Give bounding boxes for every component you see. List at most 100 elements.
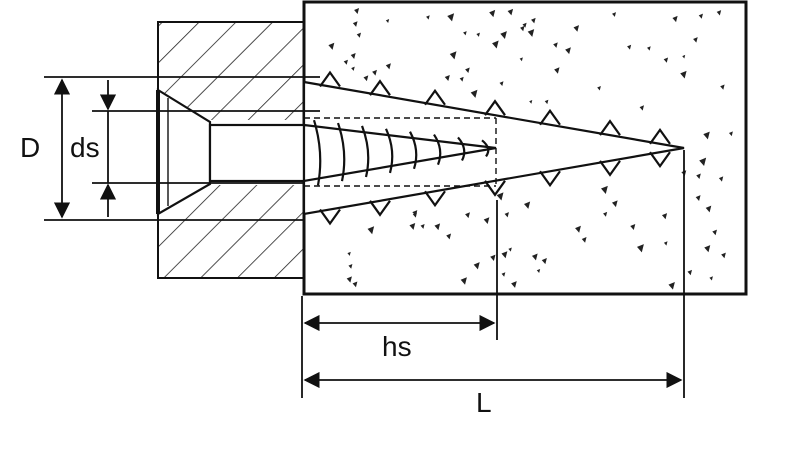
aggregate-speck bbox=[511, 281, 517, 288]
aggregate-dots bbox=[328, 8, 733, 290]
aggregate-speck bbox=[581, 237, 587, 243]
plug-rib bbox=[649, 127, 671, 169]
aggregate-speck bbox=[449, 51, 457, 60]
aggregate-speck bbox=[489, 9, 496, 18]
aggregate-speck bbox=[409, 222, 416, 230]
aggregate-speck bbox=[519, 57, 523, 62]
aggregate-speck bbox=[426, 15, 430, 20]
screw-thread bbox=[336, 122, 346, 182]
aggregate-speck bbox=[627, 44, 632, 50]
screw-thread bbox=[481, 139, 490, 158]
aggregate-speck bbox=[603, 211, 608, 217]
aggregate-speck bbox=[470, 89, 478, 98]
aggregate-speck bbox=[728, 131, 733, 137]
aggregate-speck bbox=[699, 157, 707, 167]
aggregate-speck bbox=[696, 173, 701, 180]
aggregate-speck bbox=[573, 25, 580, 32]
aggregate-speck bbox=[501, 272, 506, 277]
aggregate-speck bbox=[507, 8, 514, 16]
aggregate-speck bbox=[459, 76, 464, 82]
aggregate-speck bbox=[363, 75, 369, 82]
aggregate-speck bbox=[704, 245, 711, 253]
aggregate-speck bbox=[465, 212, 470, 219]
aggregate-speck bbox=[611, 200, 618, 208]
dimension-L bbox=[303, 150, 685, 398]
label-D: D bbox=[20, 132, 40, 163]
aggregate-speck bbox=[524, 201, 531, 209]
aggregate-speck bbox=[372, 69, 377, 76]
aggregate-speck bbox=[553, 42, 558, 48]
aggregate-speck bbox=[504, 212, 509, 218]
screw-thread bbox=[360, 125, 370, 178]
screw-thread bbox=[457, 136, 466, 162]
aggregate-speck bbox=[420, 224, 425, 229]
aggregate-speck bbox=[434, 223, 441, 231]
label-hs: hs bbox=[382, 331, 412, 362]
aggregate-speck bbox=[575, 225, 581, 233]
plug-rib bbox=[319, 70, 341, 226]
aggregate-speck bbox=[501, 251, 508, 259]
aggregate-speck bbox=[663, 241, 668, 246]
aggregate-speck bbox=[447, 13, 455, 22]
aggregate-speck bbox=[718, 176, 724, 182]
aggregate-speck bbox=[647, 46, 651, 51]
dimension-ds bbox=[92, 80, 320, 217]
aggregate-speck bbox=[385, 63, 391, 70]
aggregate-speck bbox=[661, 213, 668, 220]
aggregate-speck bbox=[612, 12, 617, 17]
aggregate-speck bbox=[328, 42, 335, 50]
aggregate-speck bbox=[712, 229, 717, 236]
aggregate-speck bbox=[693, 37, 698, 43]
aggregate-speck bbox=[354, 8, 360, 14]
aggregate-speck bbox=[709, 276, 713, 281]
aggregate-speck bbox=[536, 268, 541, 273]
label-L: L bbox=[476, 387, 492, 418]
aggregate-speck bbox=[463, 31, 467, 36]
aggregate-speck bbox=[352, 281, 358, 288]
aggregate-speck bbox=[529, 99, 533, 104]
aggregate-speck bbox=[630, 223, 636, 230]
aggregate-speck bbox=[350, 53, 356, 59]
aggregate-speck bbox=[597, 86, 601, 91]
aggregate-speck bbox=[446, 233, 452, 240]
aggregate-speck bbox=[554, 67, 560, 74]
aggregate-speck bbox=[499, 81, 504, 87]
aggregate-speck bbox=[483, 217, 490, 224]
aggregate-speck bbox=[672, 15, 678, 23]
aggregate-speck bbox=[522, 22, 527, 28]
aggregate-speck bbox=[716, 10, 722, 16]
aggregate-speck bbox=[367, 226, 375, 235]
aggregate-speck bbox=[476, 32, 480, 37]
aggregate-speck bbox=[695, 195, 701, 201]
aggregate-speck bbox=[698, 13, 703, 19]
aggregate-speck bbox=[687, 269, 693, 276]
dimension-D bbox=[44, 76, 320, 221]
aggregate-speck bbox=[500, 31, 507, 40]
aggregate-speck bbox=[492, 40, 499, 49]
aggregate-speck bbox=[460, 277, 467, 285]
aggregate-speck bbox=[703, 131, 710, 140]
dimension-hs bbox=[301, 200, 498, 398]
aggregate-speck bbox=[444, 74, 450, 82]
aggregate-speck bbox=[351, 66, 355, 71]
aggregate-speck bbox=[636, 244, 644, 253]
aggregate-speck bbox=[720, 84, 725, 90]
aggregate-speck bbox=[385, 18, 390, 23]
screw-thread bbox=[433, 133, 442, 166]
plug-rib bbox=[424, 88, 446, 208]
aggregate-speck bbox=[496, 192, 504, 201]
screw-thread bbox=[409, 131, 418, 170]
aggregate-speck bbox=[347, 251, 351, 256]
aggregate-speck bbox=[531, 253, 538, 261]
aggregate-speck bbox=[544, 99, 549, 105]
aggregate-speck bbox=[473, 262, 480, 270]
plug-rib bbox=[369, 79, 391, 217]
screw-thread bbox=[384, 128, 394, 174]
aggregate-speck bbox=[348, 264, 353, 269]
aggregate-speck bbox=[527, 29, 535, 37]
plug-rib bbox=[539, 108, 561, 188]
aggregate-speck bbox=[600, 185, 608, 194]
aggregate-speck bbox=[565, 47, 571, 55]
aggregate-speck bbox=[541, 258, 547, 265]
